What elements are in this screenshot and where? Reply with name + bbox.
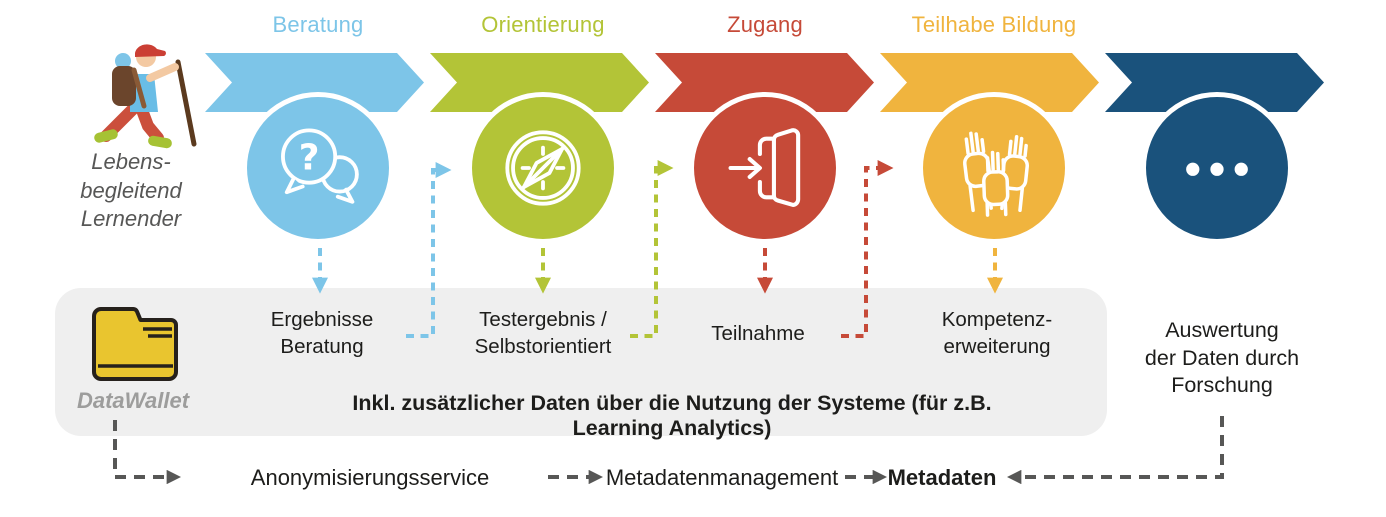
stage-circle-orientierung [467,92,619,244]
svg-text:?: ? [299,137,320,178]
stage-label-orientierung: Orientierung [481,12,605,37]
stage-circle-zugang [689,92,841,244]
ellipsis-icon [1186,162,1248,176]
box-label-ergebnisse-beratung: Ergebnisse Beratung [270,308,374,358]
stage-label-beratung: Beratung [272,12,364,37]
box-label-kompetenzerweiterung: Kompetenz- erweiterung [941,308,1053,358]
stage-circle-teilhabe [918,92,1070,244]
metadata-management-label: Metadatenmanagement [605,465,839,490]
raised-hands-icon [962,131,1029,217]
datawallet-note: Inkl. zusätzlicher Daten über die Nutzun… [352,391,992,440]
stage-circle-weitere [1141,92,1293,244]
persona-label: Lebens- begleitend Lernender [80,149,182,232]
door-entry-icon [728,128,801,208]
stage-circle-beratung: ? [242,92,394,244]
metadata-label: Metadaten [887,465,997,490]
stage-label-teilhabe-bildung: Teilhabe Bildung [911,12,1077,37]
stage-label-zugang: Zugang [727,12,803,37]
question-bubbles-icon: ? [281,128,359,204]
datawallet-box [55,288,1107,436]
folder-icon [92,307,178,381]
research-label: Auswertung der Daten durch Forschung [1144,318,1300,398]
box-label-testergebnis: Testergebnis / Selbstorientiert [474,308,612,358]
box-label-teilnahme: Teilnahme [711,322,805,345]
anonymization-service-label: Anonymisierungsservice [250,465,490,490]
hiker-icon [94,44,197,149]
compass-icon [505,130,581,206]
datawallet-label: DataWallet [76,388,190,413]
